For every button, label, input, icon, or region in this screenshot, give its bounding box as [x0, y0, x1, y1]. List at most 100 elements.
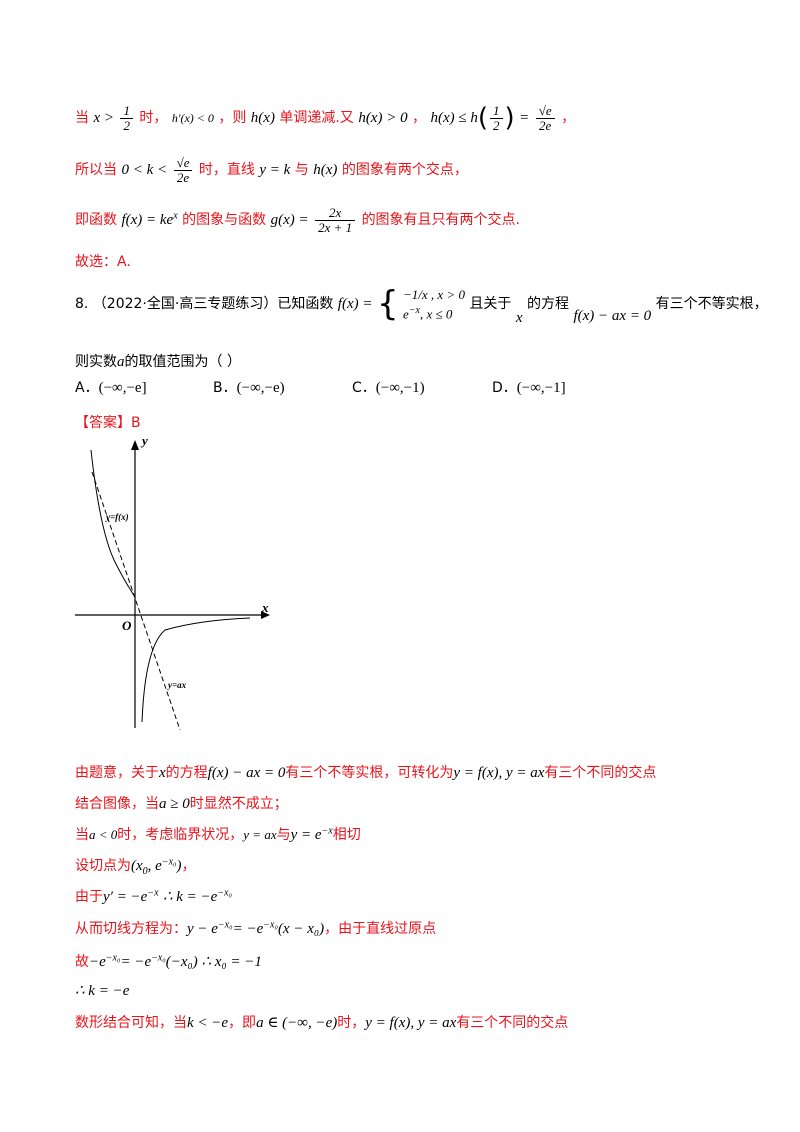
superscript: −x — [147, 887, 159, 899]
question-text: 8. （2022·全国·高三专题练习）已知函数 — [75, 296, 334, 313]
q8-stem-line1: 8. （2022·全国·高三专题练习）已知函数 f(x) = { −1/x , … — [75, 284, 768, 326]
text: ，即 — [228, 1015, 257, 1031]
text: ， — [561, 110, 576, 127]
text: 当 — [75, 110, 89, 127]
text: 由于 — [75, 889, 103, 905]
math-expr: a ∈ (−∞, −e) — [256, 1015, 338, 1031]
text: 故 — [75, 954, 89, 970]
option-label: A． — [75, 380, 99, 396]
x-axis-label: x — [261, 600, 269, 615]
text: 单调递减.又 — [279, 110, 354, 127]
text: 相切 — [332, 827, 361, 843]
origin-label: O — [122, 618, 132, 633]
text: 由题意，关于 — [75, 765, 159, 781]
paren: ) — [504, 103, 515, 134]
text: 有三个不同的交点 — [544, 765, 657, 781]
option-value: (−∞,−1] — [516, 380, 566, 396]
superscript: −x₀ — [105, 952, 121, 964]
math-expr: −e — [89, 954, 106, 970]
math-expr: f(x) = ke — [121, 212, 174, 229]
exp-curve — [90, 449, 136, 598]
y-axis-label: y — [140, 433, 148, 448]
math-var: a — [117, 354, 125, 370]
text: 的图象有两个交点， — [341, 162, 468, 179]
q8-stem-line2: 则实数a的取值范围为（ ） — [75, 351, 241, 371]
brace: { — [376, 284, 399, 325]
math-expr: h(x) ≤ h — [430, 110, 478, 127]
math-expr: (x − x₀) — [277, 921, 325, 937]
question-text: 的方程 — [527, 296, 570, 313]
option-b[interactable]: B．(−∞,−e) — [213, 377, 285, 397]
option-value: (−∞,−1) — [375, 380, 425, 396]
option-value: (−∞,−e] — [98, 380, 147, 396]
option-label: B． — [213, 380, 237, 396]
text: ， — [412, 110, 427, 127]
ax-line-label: y=ax — [167, 680, 187, 690]
text: 数形结合可知，当 — [75, 1015, 187, 1031]
denominator: 2 — [123, 117, 130, 133]
question-text: 有三个不等实根， — [655, 296, 768, 313]
subscript: 0 — [142, 865, 148, 877]
analysis-line3: 当a < 0时，考虑临界状况，y = ax与y = e−x相切 — [75, 824, 361, 844]
math-expr: x > — [93, 110, 114, 127]
sol7-choose: 故选：A. — [75, 254, 131, 270]
option-d[interactable]: D．(−∞,−1] — [492, 377, 566, 397]
function-graph: y x O y=f(x) y=ax — [75, 433, 270, 731]
paren: ( — [477, 103, 489, 134]
numerator: 2x — [315, 206, 356, 221]
superscript: −x₀ — [263, 919, 278, 931]
text: 时， — [337, 1015, 366, 1031]
math-expr: h(x) — [250, 110, 275, 127]
numerator: √e — [535, 104, 555, 119]
math-expr: = — [519, 110, 530, 127]
text: 的图象有且只有两个交点. — [361, 212, 521, 229]
text: ，由于直线过原点 — [324, 921, 437, 937]
piecewise: −1/x , x > 0 e−x, x ≤ 0 — [403, 286, 465, 322]
math-expr: y = f(x), y = ax — [453, 765, 545, 781]
option-value: (−∞,−e) — [236, 380, 285, 396]
analysis-line4: 设切点为(x0, e−x₀)， — [75, 855, 196, 877]
superscript: −x₀ — [217, 919, 233, 931]
text: 时显然不成立； — [189, 796, 288, 812]
option-label: C． — [352, 380, 376, 396]
piece-2-base: e — [403, 305, 409, 321]
math-expr: a ≥ 0 — [159, 796, 190, 812]
math-expr: y = ax — [243, 827, 277, 842]
text: 设切点为 — [75, 858, 131, 874]
option-a[interactable]: A．(−∞,−e] — [75, 377, 147, 397]
math-expr: y = e — [290, 827, 322, 843]
math-var: x — [515, 310, 523, 327]
denominator: 2x + 1 — [318, 219, 353, 235]
analysis-line8: ∴ k = −e — [75, 981, 129, 1000]
superscript: −x — [408, 304, 420, 316]
text: 当 — [75, 827, 89, 843]
text: 时，直线 — [198, 162, 255, 179]
superscript: −x₀ — [161, 856, 177, 868]
math-expr: y′ = −e — [103, 889, 148, 905]
text: 有三个不同的交点 — [456, 1015, 569, 1031]
text: 有三个不等实根，可转化为 — [285, 765, 454, 781]
text: 与 — [276, 827, 291, 843]
piece-2: e−x, x ≤ 0 — [403, 304, 465, 323]
math-expr: f(x) − ax = 0 — [207, 765, 286, 781]
text: 即函数 — [75, 212, 117, 229]
superscript: −x₀ — [217, 887, 233, 899]
option-c[interactable]: C．(−∞,−1) — [352, 377, 425, 397]
piece-1: −1/x , x > 0 — [403, 287, 465, 302]
piece-2-cond: , x ≤ 0 — [420, 305, 453, 321]
math-expr: ∴ k = −e — [162, 889, 218, 905]
text: 从而切线方程为： — [75, 921, 187, 937]
analysis-line2: 结合图像，当a ≥ 0时显然不成立； — [75, 793, 288, 813]
numerator: 1 — [120, 104, 133, 119]
superscript: −x₀ — [151, 952, 166, 964]
math-expr: h(x) — [313, 162, 338, 179]
analysis-line1: 由题意，关于x的方程f(x) − ax = 0有三个不等实根，可转化为y = f… — [75, 762, 656, 782]
answer-tag: 【答案】B — [75, 415, 141, 431]
analysis-line9: 数形结合可知，当k < −e，即a ∈ (−∞, −e)时，y = f(x), … — [75, 1012, 568, 1032]
text: 的方程 — [165, 765, 208, 781]
question-text: 的取值范围为（ ） — [124, 354, 241, 370]
